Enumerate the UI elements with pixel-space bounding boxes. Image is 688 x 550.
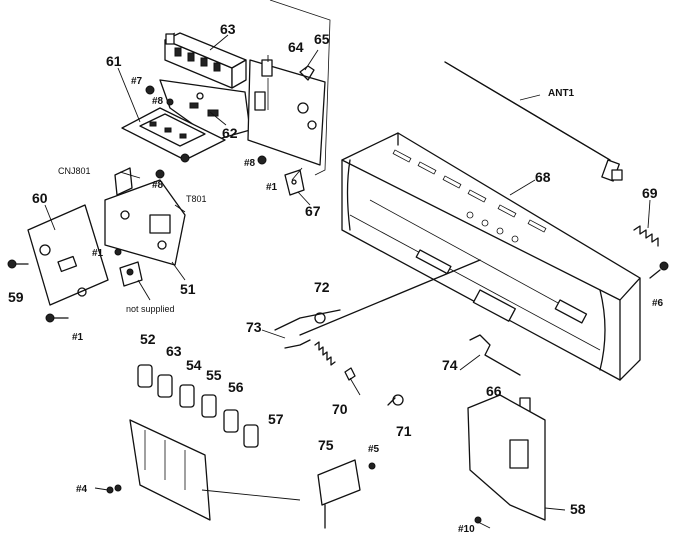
label-1b: #1 <box>72 332 84 343</box>
label-71: 71 <box>396 423 412 439</box>
screw-6 <box>649 261 669 279</box>
part-72-73-lever <box>274 259 481 366</box>
label-75: 75 <box>318 437 334 453</box>
label-66: 66 <box>486 383 502 399</box>
callout-labels: 63 64 65 61 62 #7 #8 #8 #8 CNJ801 T801 6… <box>8 21 664 535</box>
label-51: 51 <box>180 281 196 297</box>
part-71-spring <box>387 394 404 406</box>
label-4: #4 <box>76 484 88 495</box>
screws <box>7 85 267 323</box>
label-57: 57 <box>268 411 284 427</box>
part-51-bracket <box>104 167 186 266</box>
part-70 <box>344 367 356 381</box>
not-supplied-part <box>119 261 143 287</box>
chassis-slots <box>392 149 547 243</box>
label-60: 60 <box>32 190 48 206</box>
label-7: #7 <box>131 76 143 87</box>
label-5: #5 <box>368 444 380 455</box>
part-64-65-board <box>247 59 326 166</box>
label-10: #10 <box>458 524 475 535</box>
part-69-spring <box>633 225 659 247</box>
label-65: 65 <box>314 31 330 47</box>
label-55: 55 <box>206 367 222 383</box>
label-68: 68 <box>535 169 551 185</box>
label-1a: #1 <box>92 248 104 259</box>
label-6: #6 <box>652 298 664 309</box>
buttons-52-57 <box>137 364 259 448</box>
label-8a: #8 <box>152 96 164 107</box>
ant1-antenna <box>444 61 623 182</box>
label-cnj801: CNJ801 <box>58 166 91 176</box>
label-52: 52 <box>140 331 156 347</box>
label-not-supplied: not supplied <box>126 304 175 314</box>
label-67a: 67 <box>305 203 321 219</box>
label-58: 58 <box>570 501 586 517</box>
part-58-pcb <box>467 394 546 524</box>
label-73: 73 <box>246 319 262 335</box>
label-61: 61 <box>106 53 122 69</box>
leader-lines <box>44 34 651 529</box>
part-74 <box>469 334 521 376</box>
label-70: 70 <box>332 401 348 417</box>
label-59: 59 <box>8 289 24 305</box>
part-61-board <box>121 107 226 163</box>
label-74: 74 <box>442 357 458 373</box>
label-72: 72 <box>314 279 330 295</box>
label-56: 56 <box>228 379 244 395</box>
label-64: 64 <box>288 39 304 55</box>
part-63-switch-assembly <box>164 32 247 89</box>
label-63a: 63 <box>220 21 236 37</box>
upper-board-backdrop <box>269 0 331 176</box>
label-8b: #8 <box>244 158 256 169</box>
part-60-plate <box>27 204 109 306</box>
label-62: 62 <box>222 125 238 141</box>
label-t801: T801 <box>186 194 207 204</box>
label-63b: 63 <box>166 343 182 359</box>
part-67-clip <box>284 169 305 196</box>
label-1c: #1 <box>266 182 278 193</box>
part-75-bracket <box>317 459 376 529</box>
label-ant1: ANT1 <box>548 88 575 99</box>
part-68-main-chassis <box>341 132 641 381</box>
label-8c: #8 <box>152 180 164 191</box>
label-69: 69 <box>642 185 658 201</box>
part-62-pcb <box>159 79 251 141</box>
bottom-left-pcb <box>106 419 211 521</box>
label-54: 54 <box>186 357 202 373</box>
